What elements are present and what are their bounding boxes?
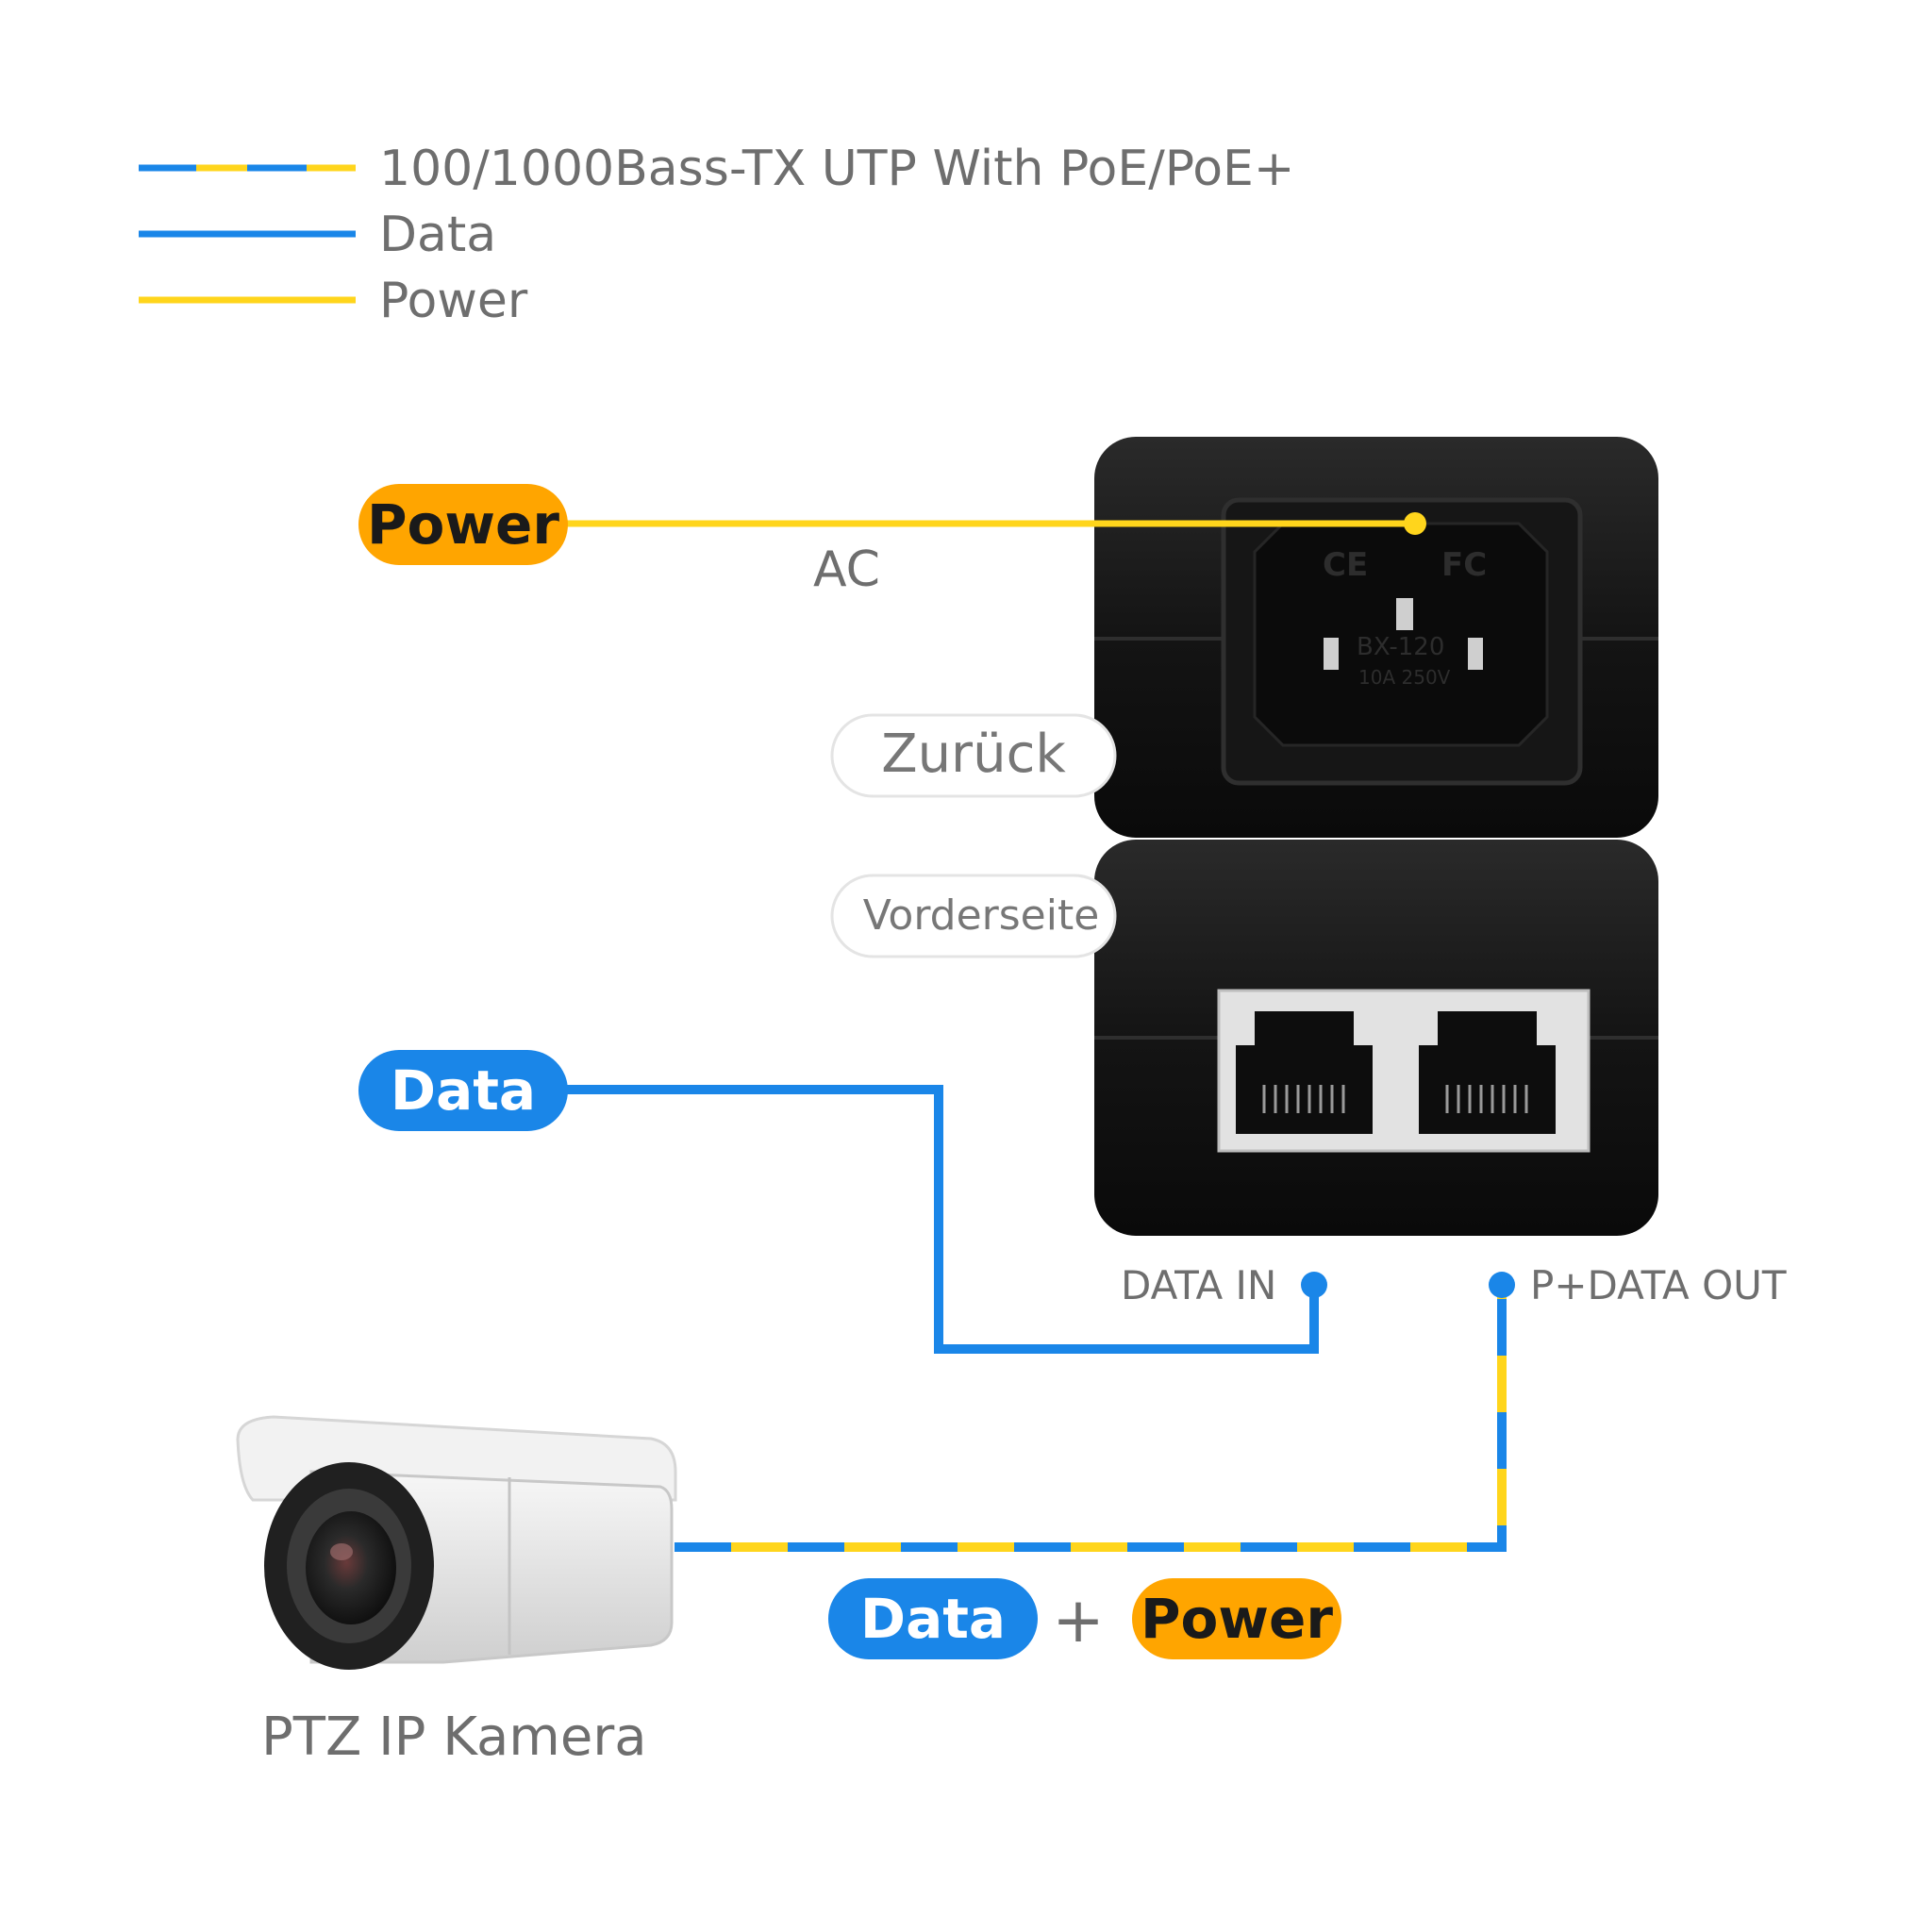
side-tag-front-label: Vorderseite xyxy=(863,891,1100,940)
rj45-port-poe-out[interactable] xyxy=(1419,1011,1556,1134)
socket-mark-rating: 10A 250V xyxy=(1358,666,1451,689)
poe-line-yellow xyxy=(675,1285,1507,1552)
ac-pin-left xyxy=(1324,638,1339,670)
ac-socket-recess xyxy=(1253,522,1549,747)
legend-item-data: Data xyxy=(139,207,496,263)
legend-label-power: Power xyxy=(379,273,528,329)
rj45-port-data-in[interactable] xyxy=(1236,1011,1373,1134)
camera: PTZ IP Kamera xyxy=(236,1415,677,1768)
power-input-pill xyxy=(358,484,568,565)
camera-icon xyxy=(236,1415,677,1670)
output-data-pill-label: Data xyxy=(860,1587,1006,1651)
data-line xyxy=(566,1085,1319,1354)
data-input: Data xyxy=(358,1050,1327,1354)
camera-label: PTZ IP Kamera xyxy=(261,1707,647,1768)
ac-pin-right xyxy=(1468,638,1483,670)
camera-lens-reflection xyxy=(330,1543,353,1560)
poe-output: Data + Power xyxy=(675,1272,1515,1659)
side-tag-back-outline xyxy=(830,713,1117,798)
output-plus: + xyxy=(1052,1584,1104,1657)
poe-injector: CE FC BX-120 10A 250V xyxy=(1094,437,1658,1236)
legend-label-poe: 100/1000Bass-TX UTP With PoE/PoE+ xyxy=(379,141,1294,197)
ac-pin-top xyxy=(1396,598,1413,630)
port-label-data-in: DATA IN xyxy=(1121,1262,1276,1308)
device-back-unit: CE FC BX-120 10A 250V xyxy=(1094,437,1658,838)
side-tag-front: Vorderseite xyxy=(830,874,1117,958)
legend-item-poe: 100/1000Bass-TX UTP With PoE/PoE+ xyxy=(139,141,1294,197)
output-data-pill xyxy=(828,1578,1038,1659)
socket-mark-fc: FC xyxy=(1441,546,1487,584)
side-tag-front-outline xyxy=(830,874,1117,958)
output-power-pill-label: Power xyxy=(1141,1587,1333,1651)
rj45-port-poe-out-opening xyxy=(1419,1011,1556,1134)
socket-mark-ce: CE xyxy=(1323,546,1368,584)
side-tag-back-label: Zurück xyxy=(881,724,1066,785)
side-tag-back: Zurück xyxy=(830,713,1117,798)
power-line-endpoint xyxy=(1404,512,1426,535)
device-front-unit xyxy=(1094,840,1658,1236)
socket-mark-model: BX-120 xyxy=(1357,633,1444,661)
rj45-data-in-contacts xyxy=(1262,1085,1345,1113)
data-in-endpoint xyxy=(1301,1272,1327,1298)
power-input: Power AC xyxy=(358,484,1426,598)
rj45-poe-out-contacts xyxy=(1445,1085,1528,1113)
power-input-pill-label: Power xyxy=(367,492,559,557)
legend-item-power: Power xyxy=(139,273,528,329)
port-label-poe-out: P+DATA OUT xyxy=(1530,1262,1787,1308)
legend: 100/1000Bass-TX UTP With PoE/PoE+ Data P… xyxy=(139,141,1294,329)
poe-line-blue-dashes xyxy=(675,1285,1507,1552)
output-power-pill xyxy=(1132,1578,1341,1659)
poe-out-endpoint xyxy=(1489,1272,1515,1298)
ac-label: AC xyxy=(813,541,880,598)
camera-lens xyxy=(306,1511,396,1624)
data-input-pill-label: Data xyxy=(391,1058,536,1123)
data-input-pill xyxy=(358,1050,568,1131)
rj45-port-data-in-opening xyxy=(1236,1011,1373,1134)
legend-label-data: Data xyxy=(379,207,496,263)
